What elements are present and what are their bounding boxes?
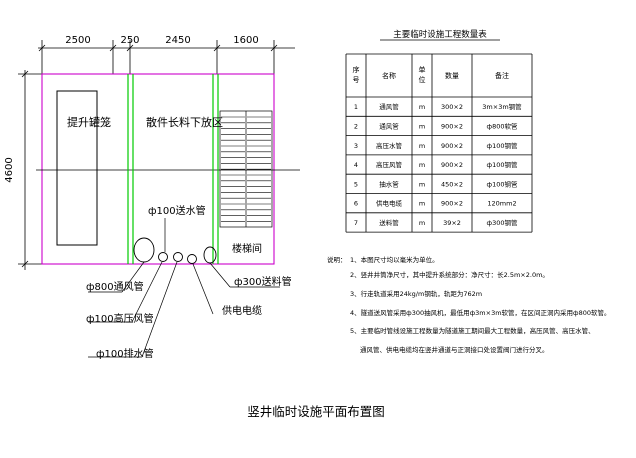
label-pipe-drain: ф100排水管 bbox=[96, 347, 154, 360]
pipes bbox=[133, 237, 217, 264]
label-pipe-feed-material: ф300送料管 bbox=[234, 275, 292, 288]
table-cell: ф800软管 bbox=[487, 121, 518, 130]
leader-lines bbox=[88, 218, 280, 358]
note-4: 4、隧道送风管采用ф300抽风机，最低用ф3m×3m软管，在区间正洞内采用ф80… bbox=[350, 308, 611, 317]
table-cell: 900×2 bbox=[441, 200, 463, 208]
table-cell: 6 bbox=[354, 200, 358, 208]
table-cell: m bbox=[419, 219, 425, 227]
table-cell: m bbox=[419, 142, 425, 150]
table-header-cell: 号 bbox=[353, 76, 360, 84]
green-lines bbox=[127, 74, 219, 264]
table-header-cell: 位 bbox=[419, 75, 426, 84]
dim-top-3: 2450 bbox=[165, 35, 190, 46]
table-cell: m bbox=[419, 103, 425, 111]
table-cell: 7 bbox=[354, 219, 358, 227]
table-cell: 供电电缆 bbox=[376, 199, 403, 208]
notes: 说明： 1、本图尺寸均以毫米为单位。 2、竖井井筒净尺寸，其中提升系统部分：净尺… bbox=[327, 255, 611, 354]
table-cell: 通风管 bbox=[379, 121, 399, 130]
table-cell: ф300钢管 bbox=[487, 218, 518, 227]
table-cell: 1 bbox=[354, 103, 358, 111]
table-cell: 900×2 bbox=[441, 142, 463, 150]
dim-top-1: 2500 bbox=[65, 35, 90, 46]
table-cell: 4 bbox=[354, 161, 358, 169]
pipe-ventilation bbox=[133, 237, 155, 263]
table-cell: m bbox=[419, 180, 425, 188]
pipe-feed-water bbox=[187, 254, 197, 264]
table-cell: 450×2 bbox=[441, 180, 463, 188]
top-dimension bbox=[38, 40, 295, 74]
left-dimension bbox=[18, 70, 44, 270]
table-header-cell: 名称 bbox=[382, 71, 396, 80]
site-boundary bbox=[41, 73, 275, 265]
table-cell: 抽水管 bbox=[379, 179, 399, 188]
table-cell: ф100钢管 bbox=[487, 160, 518, 169]
table-cell: ф100钢管 bbox=[487, 179, 518, 188]
stairwell bbox=[219, 110, 273, 228]
table-cell: 2 bbox=[354, 122, 358, 130]
note-6: 通风管、供电电缆均在竖井通道与正洞接口处设置阀门进行分叉。 bbox=[360, 345, 549, 354]
table-cell: 送料管 bbox=[379, 218, 399, 227]
label-material-area: 散件长料下放区 bbox=[146, 115, 223, 129]
hoist-cage bbox=[56, 90, 98, 246]
table-header-cell: 序 bbox=[353, 65, 360, 74]
table-cell: m bbox=[419, 161, 425, 169]
label-cage: 提升罐笼 bbox=[67, 115, 111, 129]
table-cell: 高压水管 bbox=[376, 141, 403, 150]
table-cell: 3m×3m钢管 bbox=[482, 102, 522, 111]
table-cell: 300×2 bbox=[441, 103, 463, 111]
label-power-cable: 供电电缆 bbox=[222, 304, 262, 317]
stair-steps bbox=[221, 116, 271, 222]
table-cell: 900×2 bbox=[441, 122, 463, 130]
dim-left: 4600 bbox=[4, 157, 15, 182]
table-cell: 5 bbox=[354, 180, 358, 188]
label-pipe-pressure-air: ф100高压风管 bbox=[86, 312, 154, 325]
dim-top-4: 1600 bbox=[233, 35, 258, 46]
table-cell: 高压风管 bbox=[376, 160, 403, 169]
table-cell: 39×2 bbox=[443, 219, 461, 227]
table-cell: 3 bbox=[354, 142, 358, 150]
table-cell: m bbox=[419, 200, 425, 208]
table-title: 主要临时设施工程数量表 bbox=[393, 29, 487, 40]
notes-heading: 说明： bbox=[327, 255, 347, 264]
pipe-drain bbox=[173, 252, 183, 262]
table-cell: m bbox=[419, 122, 425, 130]
note-5: 5、主要临时管线设施工程数量为隧道施工期间最大工程数量，高压风管、高压水管、 bbox=[350, 326, 595, 335]
label-pipe-feed-water: ф100送水管 bbox=[148, 204, 206, 217]
label-stairwell: 楼梯间 bbox=[232, 242, 262, 255]
quantity-table-text: 序号 单位 名称 数量 备注 1 通风管 m 300×2 3m×3m钢管 2 通风管 m 900×2 ф80… bbox=[353, 65, 523, 227]
table-cell: ф100钢管 bbox=[487, 141, 518, 150]
note-3: 3、行走轨道采用24kg/m钢轨，轨距为762m bbox=[350, 289, 482, 298]
table-header-cell: 单 bbox=[419, 65, 426, 74]
table-cell: 900×2 bbox=[441, 161, 463, 169]
note-2: 2、竖井井筒净尺寸，其中提升系统部分：净尺寸：长2.5m×2.0m。 bbox=[350, 270, 549, 279]
table-header-cell: 数量 bbox=[445, 71, 459, 80]
table-cell: 通风管 bbox=[379, 102, 399, 111]
dim-top-2: 250 bbox=[120, 35, 139, 46]
table-cell: 120mm2 bbox=[487, 200, 516, 208]
label-pipe-ventilation: ф800通风管 bbox=[86, 280, 144, 293]
pipe-pressure-air bbox=[158, 252, 168, 262]
drawing-caption: 竖井临时设施平面布置图 bbox=[247, 404, 385, 419]
table-header-cell: 备注 bbox=[495, 71, 509, 80]
pipe-feed-material bbox=[203, 246, 217, 264]
quantity-table bbox=[345, 53, 533, 233]
note-1: 1、本图尺寸均以毫米为单位。 bbox=[350, 255, 439, 264]
